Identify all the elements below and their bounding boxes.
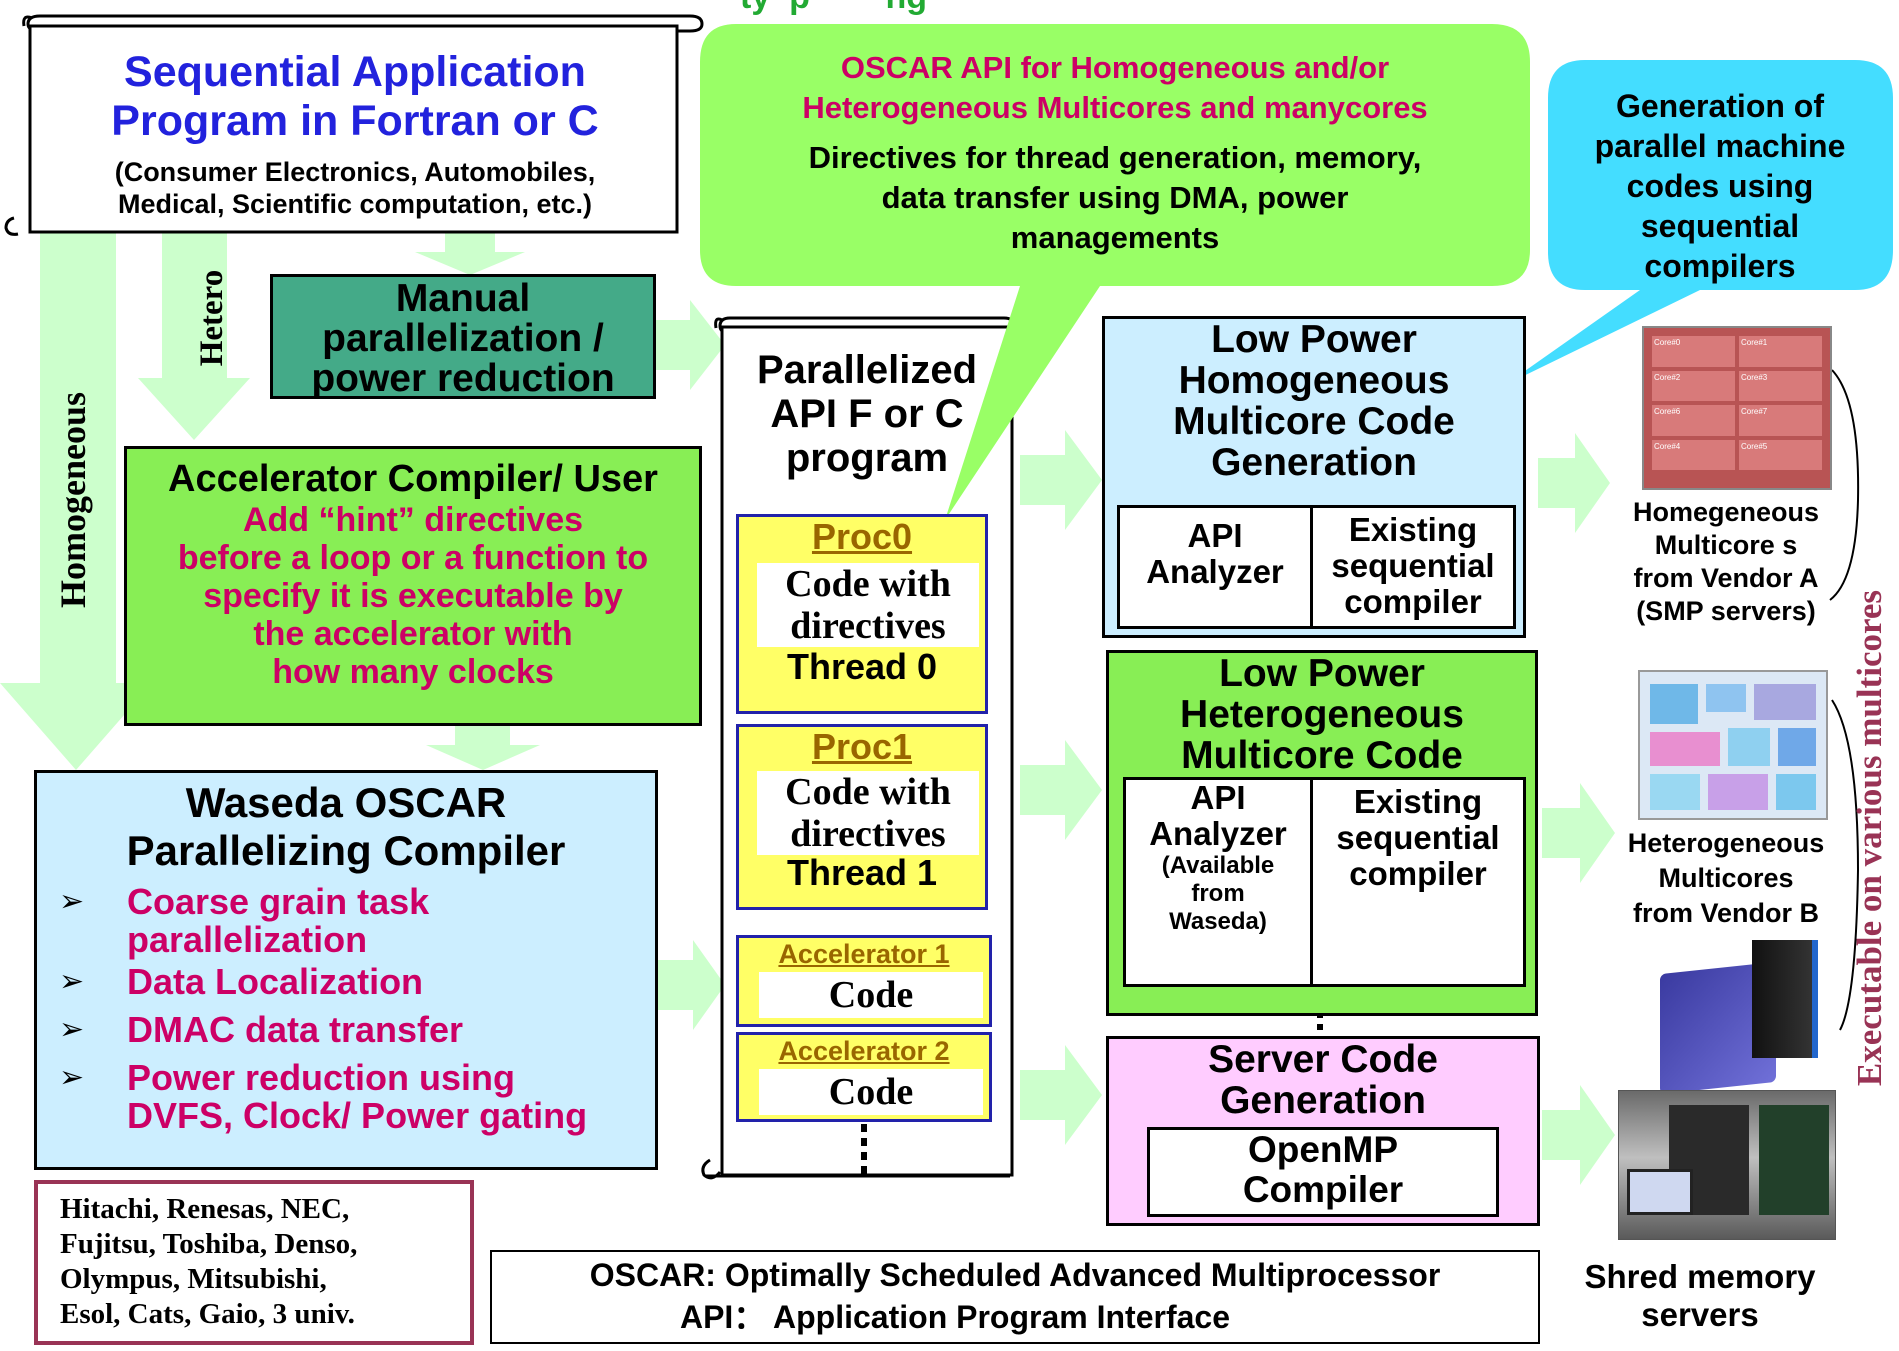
core-block: Core#3	[1739, 370, 1822, 401]
accelerator2-box: Accelerator 2 Code	[736, 1032, 992, 1122]
header-partial-text: ty p ng	[740, 0, 1300, 18]
proc1-label: Proc1	[811, 726, 913, 767]
core-block: Core#1	[1739, 336, 1822, 367]
sequential-subtitle: (Consumer Electronics, Automobiles, Medi…	[114, 157, 596, 219]
bullet-icon: ➢	[59, 884, 85, 919]
manual-parallelization-box: Manual parallelization / power reduction	[270, 274, 656, 399]
core-block: Core#6	[1652, 405, 1735, 436]
server-codegen-box: Server Code Generation OpenMP Compiler	[1106, 1036, 1540, 1226]
hetero-sequential-compiler: Existing sequential compiler	[1310, 777, 1526, 987]
core-block: Core#2	[1652, 370, 1735, 401]
waseda-item-1: ➢ Coarse grain task parallelization	[37, 883, 655, 959]
bullet-icon: ➢	[59, 964, 85, 999]
heterogeneous-chip-image	[1638, 670, 1828, 820]
waseda-item-3: ➢ DMAC data transfer	[37, 1011, 655, 1049]
homogeneous-codegen-title: Low Power Homogeneous Multicore Code Gen…	[1173, 318, 1455, 484]
to-homo-arrow	[1020, 430, 1102, 530]
to-hetero-arrow	[1020, 740, 1102, 840]
to-server-arrow	[1020, 1045, 1102, 1145]
gen-callout-bubble	[1505, 60, 1893, 385]
hetero-out-arrow	[1542, 783, 1615, 883]
heterogeneous-codegen-box: Low Power Heterogeneous Multicore Code G…	[1106, 650, 1538, 1016]
sequential-title: Sequential Application Program in Fortra…	[111, 48, 599, 145]
api-callout-bubble	[700, 24, 1530, 520]
rack-server-image	[1752, 940, 1818, 1058]
homogeneous-target-label: Homegeneous Multicore s from Vendor A (S…	[1632, 497, 1820, 626]
proc1-thread: Thread 1	[786, 852, 938, 893]
core-block: Core#4	[1652, 439, 1735, 470]
accelerator-body: Add “hint” directives before a loop or a…	[177, 501, 649, 691]
accelerator-title: Accelerator Compiler/ User	[168, 458, 658, 500]
core-block: Core#7	[1739, 405, 1822, 436]
homogeneous-codegen-box: Low Power Homogeneous Multicore Code Gen…	[1102, 316, 1526, 638]
gen-callout-text: Generation of parallel machine codes usi…	[1594, 88, 1846, 284]
accelerator1-box: Accelerator 1 Code	[736, 935, 992, 1027]
api-callout-body: Directives for thread generation, memory…	[808, 140, 1422, 255]
homogeneous-arrow	[0, 232, 152, 770]
seq-down-arrow	[415, 232, 525, 275]
server-codegen-title: Server Code Generation	[1208, 1038, 1438, 1122]
accelerator-box: Accelerator Compiler/ User Add “hint” di…	[124, 446, 702, 726]
hetero-label: Hetero	[194, 269, 230, 367]
homogeneous-label: Homogeneous	[53, 392, 93, 608]
heterogeneous-target-label: Heterogeneous Multicores from Vendor B	[1627, 828, 1825, 928]
waseda-item-text: Coarse grain task parallelization	[127, 881, 430, 960]
core-block: Core#0	[1652, 336, 1735, 367]
proc0-code: Code with directives	[757, 563, 979, 647]
manual-arrow	[650, 300, 725, 390]
oscar-definition: OSCAR: Optimally Scheduled Advanced Mult…	[589, 1257, 1441, 1293]
accelerator2-code: Code	[759, 1069, 983, 1115]
api-callout-title: OSCAR API for Homogeneous and/or Heterog…	[802, 50, 1428, 125]
accel-down-arrow	[426, 726, 540, 770]
waseda-box: Waseda OSCAR Parallelizing Compiler ➢ Co…	[34, 770, 658, 1170]
waseda-item-4: ➢ Power reduction using DVFS, Clock/ Pow…	[37, 1059, 655, 1135]
companies-box: Hitachi, Renesas, NEC, Fujitsu, Toshiba,…	[34, 1180, 474, 1345]
core-block: Core#5	[1739, 439, 1822, 470]
definition-box: OSCAR: Optimally Scheduled Advanced Mult…	[490, 1250, 1540, 1344]
waseda-arrow	[658, 940, 725, 1030]
homogeneous-chip-image: Core#0 Core#1 Core#2 Core#3 Core#6 Core#…	[1642, 326, 1832, 490]
proc0-box: Proc0 Code with directives Thread 0	[736, 514, 988, 714]
waseda-item-text: Power reduction using DVFS, Clock/ Power…	[127, 1057, 588, 1136]
api-definition: API： Application Program Interface	[679, 1299, 1231, 1335]
servers-target-label: Shred memory servers	[1584, 1258, 1816, 1333]
hetero-api-analyzer: API Analyzer (Available from Waseda)	[1123, 777, 1313, 987]
bullet-icon: ➢	[59, 1060, 85, 1095]
waseda-item-text: Data Localization	[127, 961, 424, 1002]
proc1-code: Code with directives	[757, 771, 979, 855]
accelerator2-label: Accelerator 2	[778, 1036, 950, 1066]
waseda-item-2: ➢ Data Localization	[37, 963, 655, 1001]
proc1-box: Proc1 Code with directives Thread 1	[736, 724, 988, 910]
homo-sequential-compiler: Existing sequential compiler	[1310, 505, 1516, 629]
hetero-api-analyzer-note: (Available from Waseda)	[1161, 852, 1275, 935]
hetero-api-analyzer-label: API Analyzer	[1149, 779, 1287, 852]
accelerator1-code: Code	[759, 972, 983, 1018]
bullet-icon: ➢	[59, 1012, 85, 1047]
waseda-item-text: DMAC data transfer	[127, 1009, 464, 1050]
hetero-arrow	[138, 232, 250, 440]
accelerator1-label: Accelerator 1	[778, 939, 950, 969]
sequential-scroll	[4, 14, 704, 236]
proc0-thread: Thread 0	[786, 646, 938, 687]
parallelized-title: Parallelized API F or C program	[756, 348, 978, 480]
waseda-title: Waseda OSCAR Parallelizing Compiler	[126, 779, 566, 874]
server-room-image	[1618, 1090, 1836, 1240]
server-out-arrow	[1542, 1085, 1615, 1185]
proc0-label: Proc0	[811, 516, 913, 557]
homo-api-analyzer: API Analyzer	[1117, 505, 1313, 629]
openmp-compiler: OpenMP Compiler	[1147, 1127, 1499, 1217]
homo-out-arrow	[1538, 433, 1610, 533]
